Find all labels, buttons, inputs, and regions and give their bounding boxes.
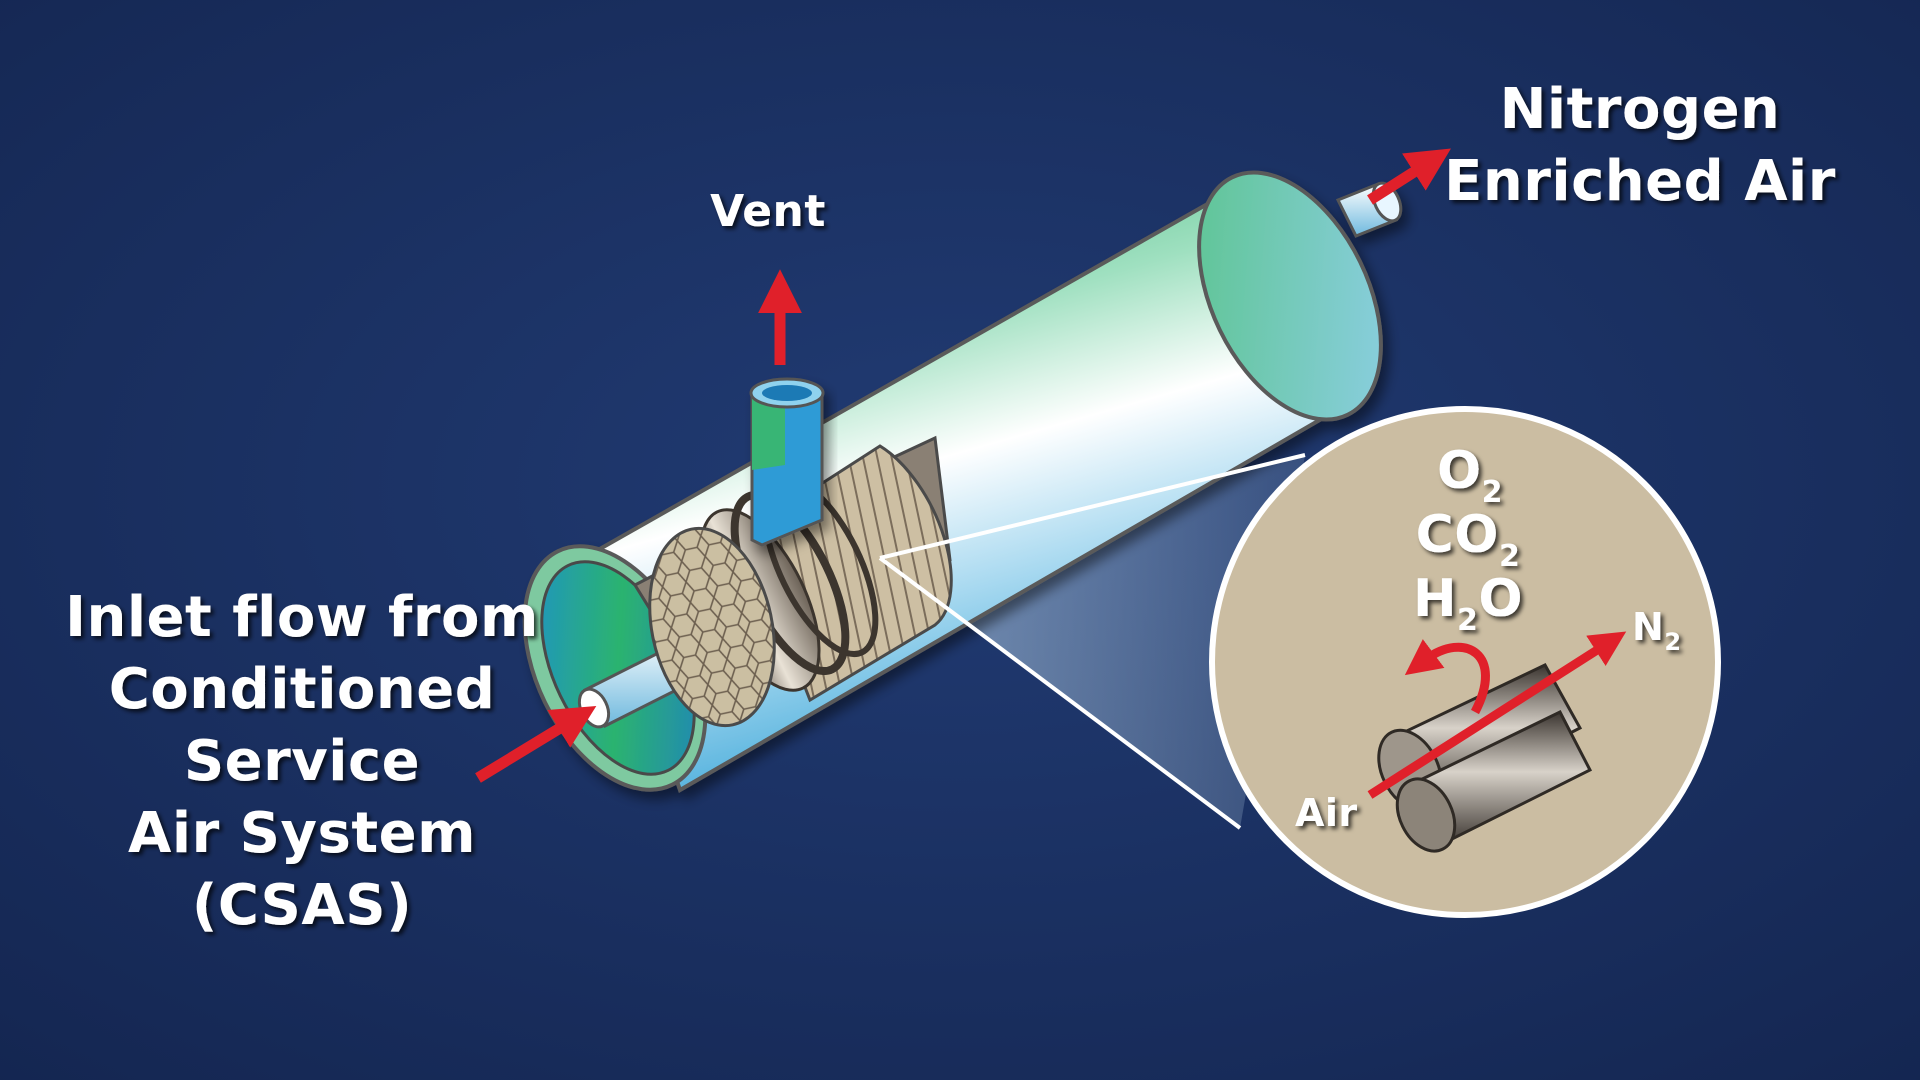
inlet-label-line4: Air System bbox=[128, 801, 476, 866]
air-to-n2-arrow bbox=[1367, 631, 1627, 799]
o2-base: O bbox=[1437, 441, 1482, 501]
co2-sub: 2 bbox=[1499, 539, 1520, 574]
h2o-sub: 2 bbox=[1457, 603, 1478, 638]
o2-formula: O2 bbox=[1437, 441, 1503, 510]
nitrogen-label-line2: Enriched Air bbox=[1444, 149, 1836, 214]
h2o-h: H bbox=[1413, 569, 1457, 629]
inlet-label-line1: Inlet flow from bbox=[65, 585, 539, 650]
permeate-arrow bbox=[1404, 639, 1490, 715]
magnifier-leaders bbox=[878, 453, 1306, 830]
n2-formula: N2 bbox=[1632, 605, 1682, 656]
co2-formula: CO2 bbox=[1416, 505, 1521, 574]
n2-sub: 2 bbox=[1664, 628, 1681, 656]
h2o-o: O bbox=[1478, 569, 1523, 629]
inlet-label-line3: Service bbox=[184, 729, 420, 794]
vent-label: Vent bbox=[710, 186, 826, 237]
co2-base: CO bbox=[1416, 505, 1499, 565]
inlet-label-line5: (CSAS) bbox=[192, 873, 412, 938]
cylinder-end-cap bbox=[1197, 170, 1383, 422]
n2-base: N bbox=[1632, 605, 1664, 649]
nitrogen-label-line1: Nitrogen bbox=[1500, 77, 1781, 142]
inlet-arrow bbox=[475, 705, 597, 783]
h2o-formula: H2O bbox=[1413, 569, 1523, 638]
vent-pipe bbox=[749, 377, 825, 547]
air-label: Air bbox=[1295, 791, 1358, 835]
inlet-label-line2: Conditioned bbox=[109, 657, 496, 722]
magnified-inset bbox=[1209, 406, 1721, 918]
o2-sub: 2 bbox=[1482, 475, 1503, 510]
nitrogen-arrow bbox=[1367, 148, 1451, 205]
hollow-fiber-tubes bbox=[1377, 663, 1593, 853]
hex-tube-sheet bbox=[648, 526, 776, 728]
